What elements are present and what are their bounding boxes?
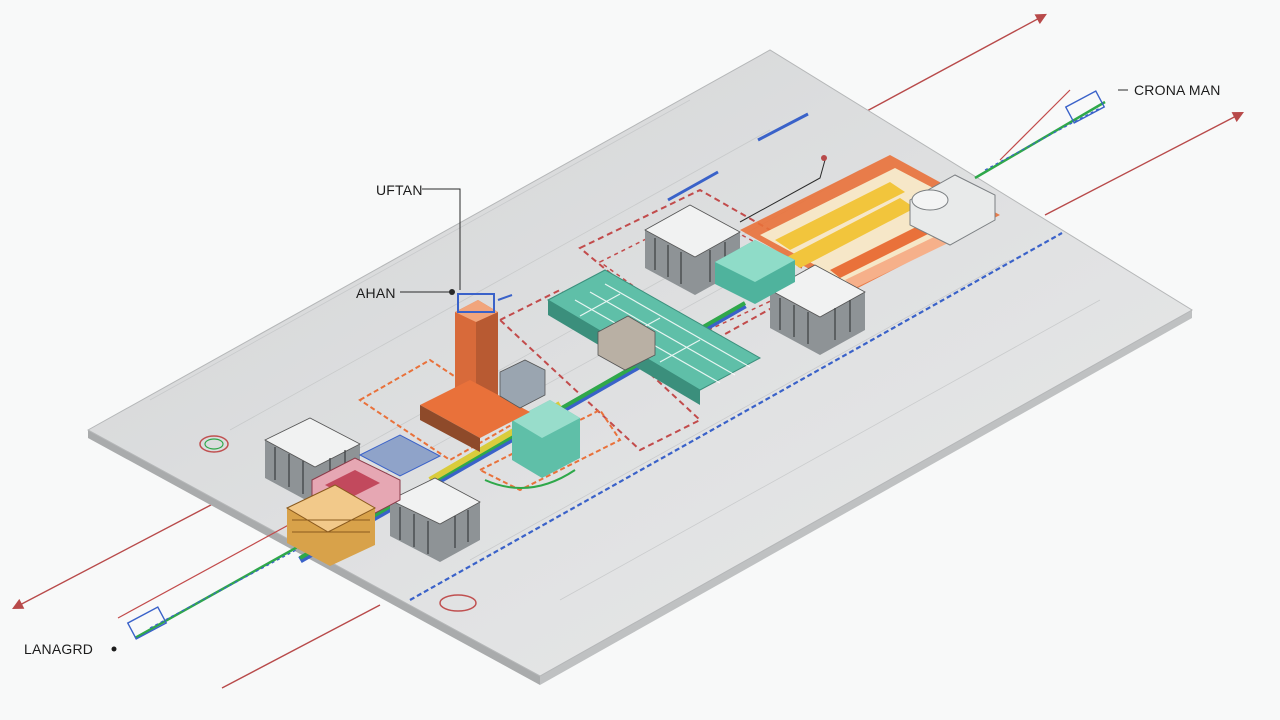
production-block: [420, 359, 546, 452]
blue-marker-1: [667, 170, 719, 202]
leader-lines: [111, 89, 1128, 652]
label-upper: UFTAN: [376, 182, 423, 198]
arrow-top: [864, 13, 1047, 113]
orange-tower: [455, 293, 513, 408]
slab-right-edge: [540, 310, 1192, 685]
teal-machine-upper: [715, 240, 795, 304]
outbound-lines: [117, 89, 1106, 640]
arrow-right: [1044, 111, 1244, 216]
hall-control-unit: [597, 315, 656, 371]
teal-block-lower: [512, 400, 580, 478]
marker-ring-bottom: [439, 594, 477, 612]
arrow-left: [12, 494, 231, 610]
central-teal-hall: [546, 269, 762, 405]
pallet-block: [285, 484, 377, 566]
direction-arrows: [12, 13, 1244, 689]
label-middle: AHAN: [356, 285, 396, 301]
marker-ring-left: [199, 435, 229, 453]
label-top-right: CRONA MAN: [1134, 82, 1221, 98]
leader-dot-bottom-left: [111, 646, 117, 652]
slab-front-edge: [88, 430, 540, 685]
blue-marker-2: [757, 112, 809, 142]
leader-pole: [739, 159, 826, 223]
conveyor-hall-right: [740, 155, 1000, 292]
label-bottom-left: LANAGRD: [24, 641, 93, 657]
service-line-lower: [409, 232, 1063, 601]
rack-block-lower: [389, 477, 481, 562]
arrow-bottom-line: [221, 604, 381, 689]
leader-upper: [422, 188, 461, 290]
